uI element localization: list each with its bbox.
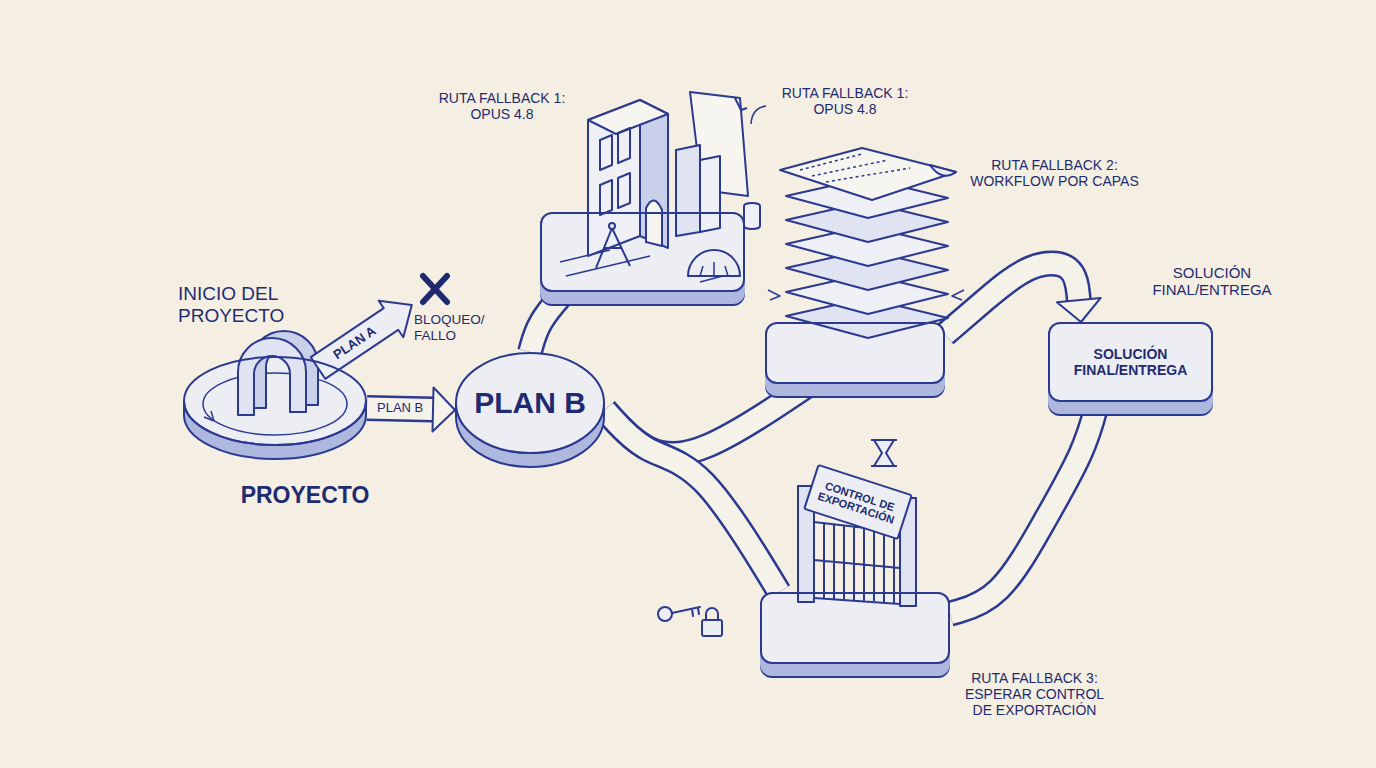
start-track	[203, 373, 347, 435]
layer-stack	[768, 148, 964, 338]
plan-a-arrow	[311, 301, 412, 379]
node-heading: SOLUCIÓN FINAL/ENTREGA	[1137, 264, 1287, 299]
key-lock-icon	[658, 607, 672, 621]
route-platform: RUTA FALLBACK 2: WORKFLOW POR CAPAS	[765, 322, 945, 384]
building-model	[609, 223, 615, 229]
gate-sign: CONTROL DE EXPORTACIÓN	[803, 464, 913, 541]
road-connector	[530, 292, 565, 352]
road-surface	[605, 410, 779, 592]
decision-circle: PLAN B	[455, 352, 605, 468]
building-model	[600, 128, 630, 215]
route-platform: RUTA FALLBACK 3: ESPERAR CONTROL DE EXPO…	[760, 592, 950, 664]
road-connector	[605, 410, 779, 592]
leader-line	[751, 106, 766, 124]
block-cross	[423, 276, 447, 302]
platform-top	[456, 353, 604, 453]
arch-model	[238, 331, 318, 415]
sign-label: CONTROL DE EXPORTACIÓN	[812, 477, 904, 528]
hourglass-icon	[874, 440, 894, 466]
goal-platform: SOLUCIÓN FINAL/ENTREGASOLUCIÓN FINAL/ENT…	[1048, 322, 1213, 402]
node-heading: RUTA FALLBACK 1: OPUS 4.8	[427, 90, 577, 122]
node-heading: RUTA FALLBACK 3: ESPERAR CONTROL DE EXPO…	[957, 670, 1112, 718]
road-surface	[950, 402, 1098, 614]
key-lock-icon	[672, 607, 700, 616]
arrow-head	[433, 388, 455, 432]
plan-a-arrow	[311, 301, 412, 379]
building-model	[700, 262, 728, 276]
platform-side	[184, 401, 366, 459]
node-heading: RUTA FALLBACK 2: WORKFLOW POR CAPAS	[962, 157, 1147, 189]
platform-top	[184, 357, 366, 445]
start-platform: INICIO DEL PROYECTOPROYECTO	[183, 356, 367, 460]
road-connector	[367, 388, 455, 432]
platform-surface	[184, 357, 366, 445]
node-label: SOLUCIÓN FINAL/ENTREGA	[1058, 346, 1203, 378]
hourglass-icon	[871, 440, 897, 466]
building-model	[646, 200, 662, 246]
key-lock-icon	[706, 608, 718, 620]
arch-model	[238, 338, 306, 415]
building-model	[735, 98, 747, 110]
leader-line	[751, 106, 766, 124]
node-label: PLAN B	[470, 386, 590, 421]
arrow-head	[1057, 298, 1101, 322]
block-cross	[423, 276, 447, 302]
platform-surface	[761, 593, 949, 663]
hourglass-icon	[871, 440, 897, 466]
node-heading: INICIO DEL PROYECTO	[178, 283, 303, 327]
block-cross	[423, 276, 447, 302]
status-note: BLOQUEO/ FALLO	[414, 312, 502, 343]
node-outline	[183, 356, 367, 460]
road-edge	[950, 402, 1098, 614]
road-edge	[605, 410, 779, 592]
arrow-label: PLAN A	[321, 317, 387, 368]
layer-stack	[800, 154, 910, 182]
building-model	[596, 228, 630, 268]
node-caption: PROYECTO	[230, 482, 380, 508]
key-lock-icon	[702, 620, 722, 636]
building-model	[560, 92, 760, 282]
layer-stack	[930, 165, 956, 176]
building-model	[744, 206, 760, 229]
start-track	[204, 411, 214, 421]
platform-surface	[184, 213, 949, 663]
building-model	[700, 156, 720, 232]
road-surface	[530, 292, 565, 352]
road-edge	[530, 292, 565, 352]
building-model	[688, 250, 740, 276]
layer-stack	[768, 290, 964, 300]
start-track	[203, 373, 347, 435]
edge-label: PLAN B	[375, 401, 425, 416]
key-lock-icon	[658, 607, 722, 636]
road-connector	[950, 402, 1098, 614]
building-model	[676, 145, 700, 236]
route-platform: RUTA FALLBACK 1: OPUS 4.8	[540, 212, 745, 292]
callout-label: RUTA FALLBACK 1: OPUS 4.8	[770, 85, 920, 117]
layer-stack	[780, 148, 956, 200]
